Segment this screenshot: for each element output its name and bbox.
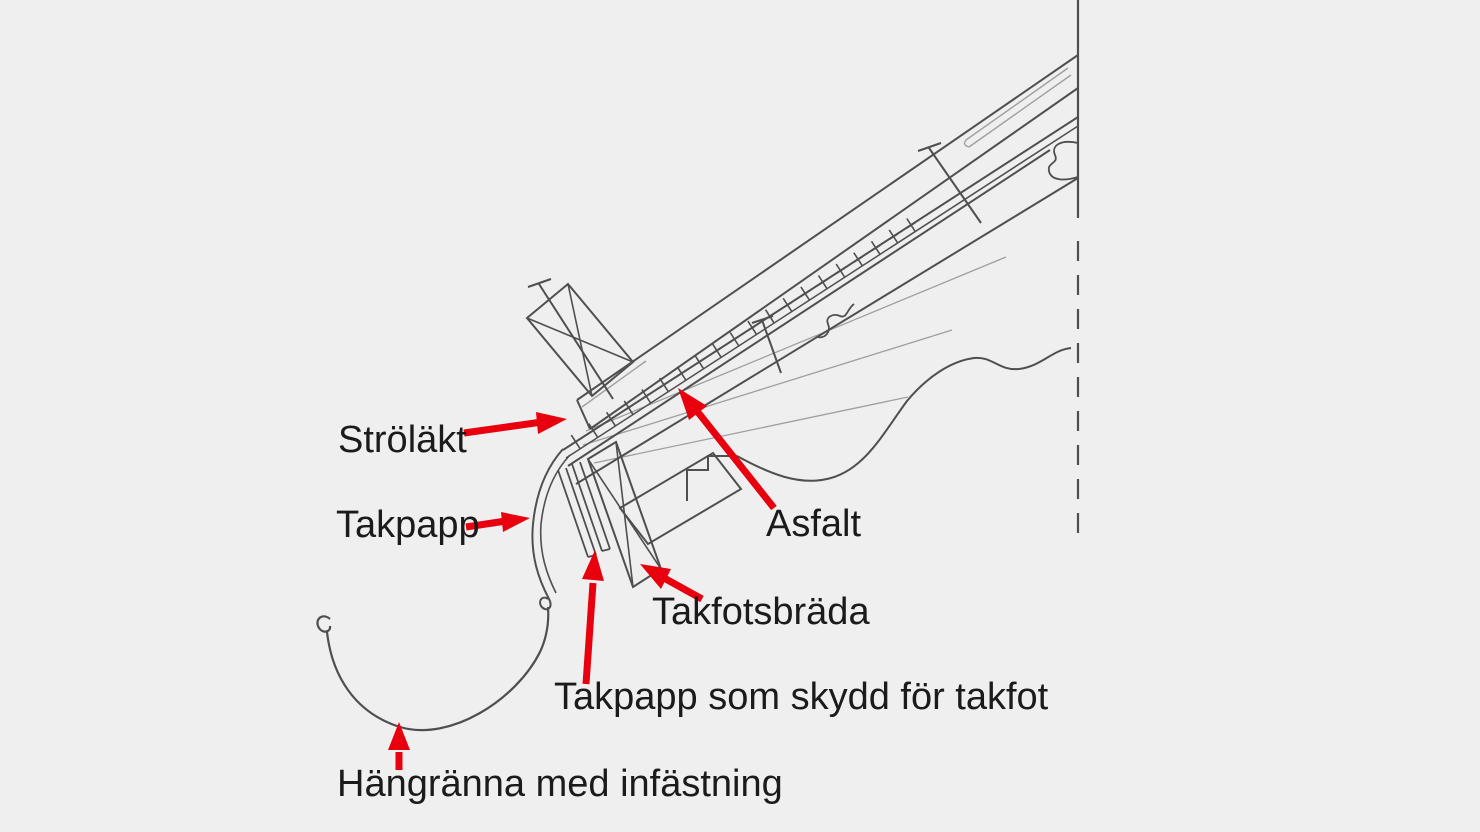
gutter-curve xyxy=(316,606,550,732)
asphalt-layer-lines xyxy=(562,116,1079,459)
material-break-wave xyxy=(736,347,1072,482)
break-symbol-at-wall xyxy=(1047,141,1079,181)
asfalt-arrow xyxy=(678,388,777,511)
hangranna-label: Hängränna med infästning xyxy=(337,763,783,805)
construction-lines xyxy=(582,256,1007,464)
takfotsbrada-label: Takfotsbräda xyxy=(652,591,870,633)
asfalt-label: Asfalt xyxy=(766,503,862,545)
strolakt-arrow xyxy=(463,412,567,437)
hangranna-arrow xyxy=(388,722,410,770)
takpapp-eave-curve xyxy=(531,448,571,611)
roof-deck-lines xyxy=(567,149,1079,485)
takpapp-label: Takpapp xyxy=(336,504,480,546)
takpapp-skydd-arrow xyxy=(582,550,604,685)
strolakt-label: Ströläkt xyxy=(338,419,467,461)
rafter-outline xyxy=(618,451,743,546)
takfotsbrada-arrow xyxy=(640,564,704,603)
fascia-protection-strips xyxy=(557,461,611,558)
strolakt-batten-strip xyxy=(576,54,1079,430)
batten-nail xyxy=(527,278,614,400)
takpapp-arrow xyxy=(465,512,530,532)
tile-batten-block xyxy=(525,282,635,398)
takpapp-skydd-label: Takpapp som skydd för takfot xyxy=(554,676,1049,718)
upper-slope-nail xyxy=(917,142,982,224)
break-symbol-mid xyxy=(816,303,855,339)
rafter-notch-step xyxy=(686,455,737,501)
mid-slope-nail xyxy=(751,315,782,374)
